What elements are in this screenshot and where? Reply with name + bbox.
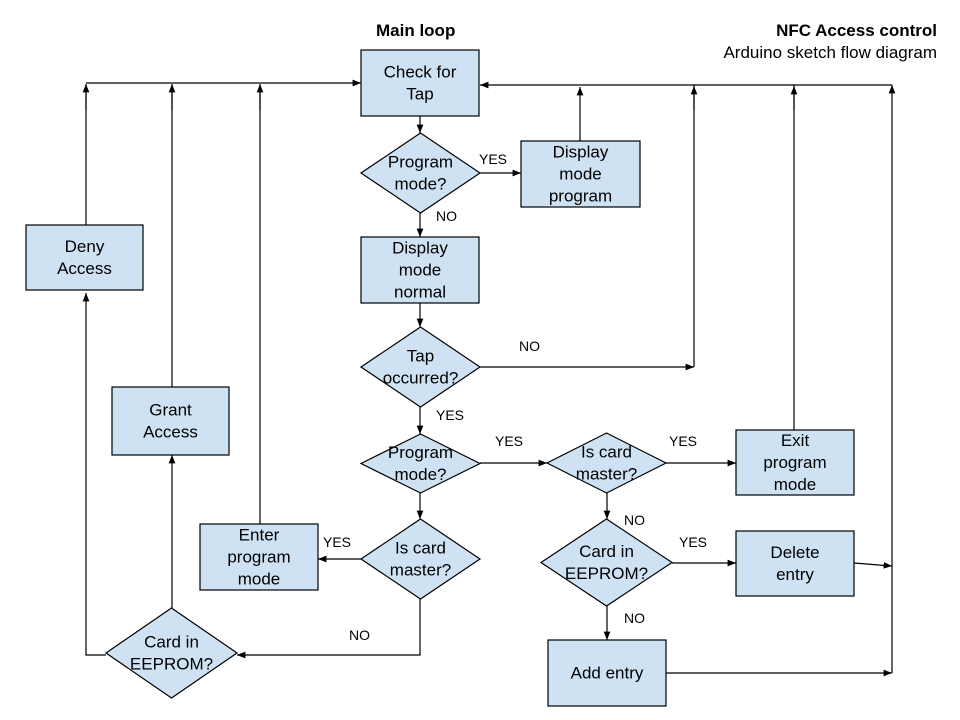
label-yes-card-master-right: YES (669, 433, 697, 449)
diagram-title: NFC Access control (776, 21, 937, 40)
label-no-card-eeprom-right: NO (624, 610, 645, 626)
node-label-line: Deny (65, 237, 105, 256)
node-label-line: EEPROM? (130, 655, 213, 674)
label-no-card-master-left: NO (349, 627, 370, 643)
process-shape (25, 224, 144, 291)
node-label-line: mode (774, 475, 817, 494)
connector-eeprom-left-to-deny (82, 293, 106, 656)
process-shape (547, 639, 667, 707)
node-label-line: program (227, 548, 290, 567)
node-label-line: Display (392, 239, 448, 258)
node-label-line: master? (576, 465, 637, 484)
process-shape (111, 386, 230, 456)
node-label-line: normal (394, 283, 446, 302)
label-yes-program-mode-2: YES (495, 433, 523, 449)
decision-shape (545, 432, 668, 494)
node-label-line: mode? (395, 465, 447, 484)
node-display-mode-normal: Display mode normal (360, 236, 480, 304)
node-label-line: mode (559, 165, 602, 184)
node-program-mode-2: Program mode? (359, 433, 482, 494)
node-program-mode-1: Program mode? (359, 132, 482, 214)
node-label-line: program (549, 187, 612, 206)
node-label-line: Display (553, 143, 609, 162)
label-yes-card-eeprom-right: YES (679, 534, 707, 550)
connector-master-left-no (237, 599, 421, 659)
diagram-subtitle: Arduino sketch flow diagram (723, 43, 937, 62)
node-label-line: Program (388, 153, 453, 172)
label-yes-tap-occurred: YES (436, 407, 464, 423)
label-yes-card-master-left: YES (323, 534, 351, 550)
node-card-in-eeprom-right: Card in EEPROM? (539, 518, 674, 607)
node-label-line: Check for (384, 63, 457, 82)
node-label-line: Tap (407, 347, 434, 366)
node-label-line: Card in (579, 542, 634, 561)
decision-shape (359, 518, 482, 600)
process-shape (735, 530, 855, 597)
node-add-entry: Add entry (547, 639, 667, 707)
decision-shape (539, 518, 674, 607)
decision-shape (359, 433, 482, 494)
node-label-line: Grant (149, 401, 192, 420)
node-label-line: entry (776, 565, 814, 584)
edge-labels: YES NO NO YES YES YES NO YES NO YES NO (323, 151, 707, 643)
decision-shape (359, 132, 482, 214)
process-shape (360, 49, 480, 117)
node-label-line: Program (388, 443, 453, 462)
node-label-line: master? (390, 561, 451, 580)
node-enter-program-mode: Enter program mode (199, 523, 319, 591)
node-label-line: mode (238, 570, 281, 589)
node-label-line: EEPROM? (565, 564, 648, 583)
label-no-tap-occurred: NO (519, 338, 540, 354)
node-label-line: Delete (770, 543, 819, 562)
node-label-line: Add entry (571, 664, 644, 683)
main-loop-label: Main loop (376, 21, 456, 40)
label-no-card-master-right: NO (624, 512, 645, 528)
node-label-line: Tap (406, 85, 433, 104)
node-label-line: mode? (395, 175, 447, 194)
node-display-mode-program: Display mode program (520, 140, 641, 208)
process-shape (360, 236, 480, 304)
label-no-program-mode-1: NO (436, 208, 457, 224)
process-shape (735, 429, 855, 496)
node-is-card-master-left: Is card master? (359, 518, 482, 600)
node-exit-program-mode: Exit program mode (735, 429, 855, 496)
process-shape (520, 140, 641, 208)
decision-shape (359, 326, 482, 408)
node-label-line: Access (57, 259, 112, 278)
node-label-line: Access (143, 423, 198, 442)
decision-shape (104, 607, 239, 699)
node-card-in-eeprom-left: Card in EEPROM? (104, 607, 239, 699)
node-delete-entry: Delete entry (735, 530, 855, 597)
connector-delete-to-right (853, 561, 893, 569)
node-label-line: program (763, 453, 826, 472)
node-label-line: Exit (781, 431, 810, 450)
process-shape (199, 523, 319, 591)
node-tap-occurred: Tap occurred? (359, 326, 482, 408)
node-label-line: Enter (239, 526, 280, 545)
connectors (82, 79, 896, 677)
node-label-line: Card in (144, 633, 199, 652)
node-label-line: Is card (581, 443, 632, 462)
node-label-line: mode (399, 261, 442, 280)
label-yes-program-mode-1: YES (479, 151, 507, 167)
node-is-card-master-right: Is card master? (545, 432, 668, 494)
node-label-line: occurred? (383, 369, 459, 388)
nodes: Check forTapProgrammode?Displaymodeprogr… (25, 49, 855, 707)
node-label-line: Is card (395, 539, 446, 558)
